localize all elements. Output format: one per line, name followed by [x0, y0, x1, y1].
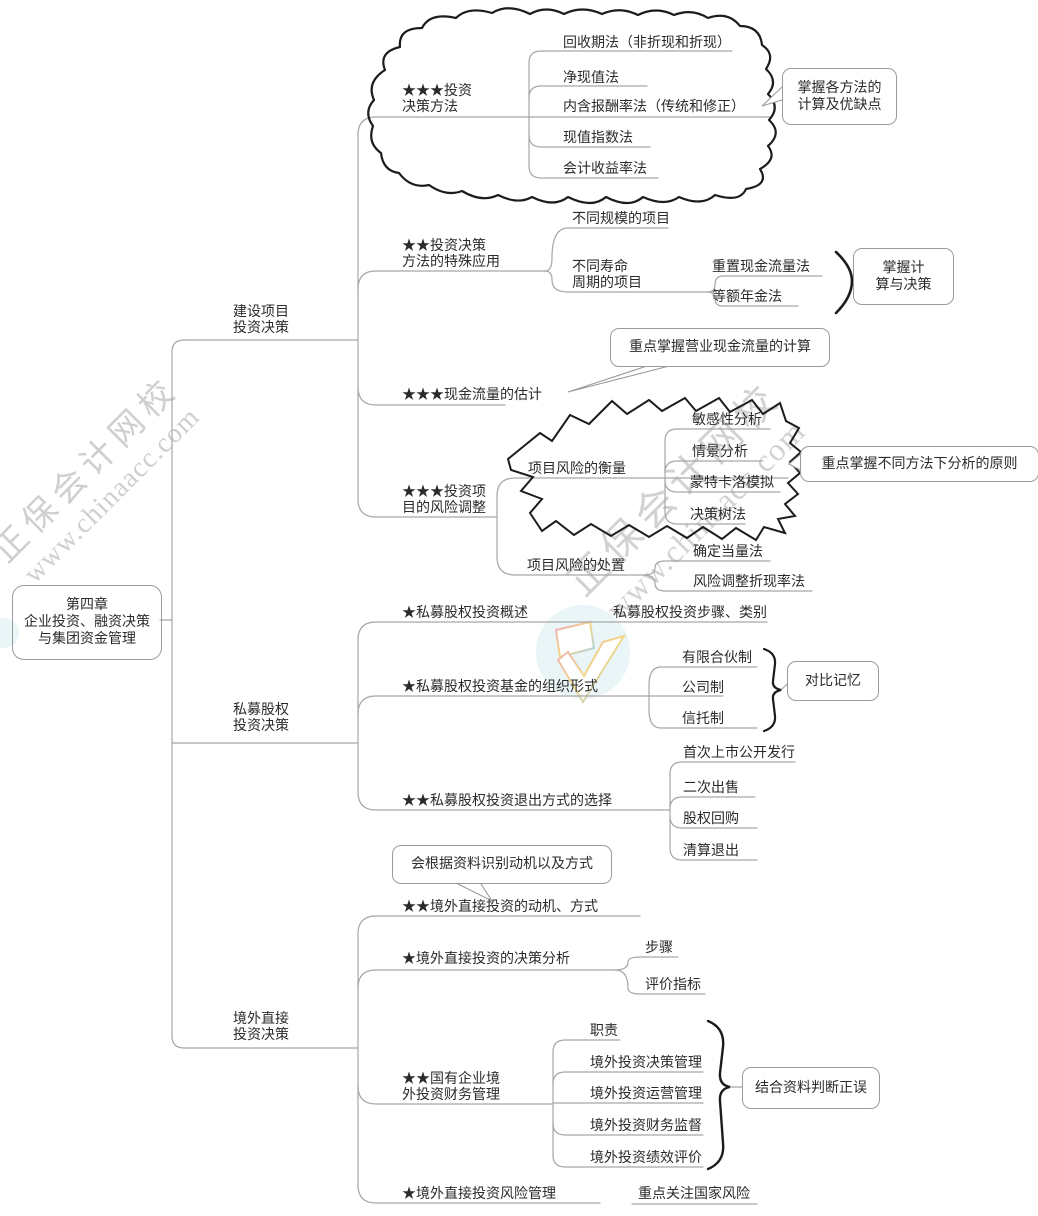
item-risk-adjusted-discount[interactable]: 风险调整折现率法	[693, 575, 805, 590]
logo-check-icon	[556, 634, 627, 704]
item-corporate-form[interactable]: 公司制	[682, 681, 724, 696]
node-investment-methods[interactable]: ★★★投资 决策方法	[402, 84, 472, 115]
brace-org-forms	[762, 647, 782, 733]
item-scenario-analysis[interactable]: 情景分析	[692, 445, 748, 460]
node-pe-exit[interactable]: ★★私募股权投资退出方式的选择	[402, 794, 612, 809]
item-different-scale[interactable]: 不同规模的项目	[572, 212, 670, 227]
node-soe-management[interactable]: ★★国有企业境 外投资财务管理	[402, 1072, 500, 1103]
item-sensitivity-analysis[interactable]: 敏感性分析	[692, 413, 762, 428]
cloud-shape	[367, 7, 777, 205]
node-pe-overview[interactable]: ★私募股权投资概述	[402, 606, 528, 621]
item-financial-supervision[interactable]: 境外投资财务监督	[590, 1119, 702, 1134]
item-decision-mgmt[interactable]: 境外投资决策管理	[590, 1056, 702, 1071]
item-npv-method[interactable]: 净现值法	[563, 71, 619, 86]
item-pe-steps-types[interactable]: 私募股权投资步骤、类别	[613, 606, 767, 621]
note-annuity[interactable]: 掌握计 算与决策	[853, 248, 954, 305]
connector-lines	[159, 50, 859, 1205]
item-performance-evaluation[interactable]: 境外投资绩效评价	[590, 1151, 702, 1166]
item-certainty-equivalent[interactable]: 确定当量法	[693, 545, 763, 560]
item-ipo[interactable]: 首次上市公开发行	[683, 746, 795, 761]
braces	[706, 250, 854, 1171]
item-trust-form[interactable]: 信托制	[682, 712, 724, 727]
note-methods[interactable]: 掌握各方法的 计算及优缺点	[782, 68, 897, 125]
node-cashflow-estimation[interactable]: ★★★现金流量的估计	[402, 388, 542, 403]
item-irr-method[interactable]: 内含报酬率法（传统和修正）	[563, 100, 745, 115]
root-node[interactable]: 第四章 企业投资、融资决策 与集团资金管理	[12, 585, 162, 660]
star-shape	[506, 396, 803, 542]
node-pe-fund-org[interactable]: ★私募股权投资基金的组织形式	[402, 680, 598, 695]
item-pi-method[interactable]: 现值指数法	[563, 131, 633, 146]
note-judge[interactable]: 结合资料判断正误	[742, 1067, 880, 1109]
branch-label-construction[interactable]: 建设项目 投资决策	[233, 305, 289, 336]
pointer-risk-note	[788, 452, 803, 472]
item-secondary-sale[interactable]: 二次出售	[683, 781, 739, 796]
item-equivalent-annuity[interactable]: 等额年金法	[712, 290, 782, 305]
pointer-methods-note	[761, 86, 783, 107]
node-odi-analysis[interactable]: ★境外直接投资的决策分析	[402, 952, 570, 967]
note-compare-memory[interactable]: 对比记忆	[787, 661, 879, 701]
brace-soe	[706, 1019, 731, 1171]
node-odi-motive[interactable]: ★★境外直接投资的动机、方式	[402, 900, 598, 915]
note-risk-methods[interactable]: 重点掌握不同方法下分析的原则	[800, 446, 1038, 482]
item-evaluation-metrics[interactable]: 评价指标	[645, 978, 701, 993]
node-risk-treatment[interactable]: 项目风险的处置	[527, 559, 625, 574]
pointer-motive-note	[451, 880, 494, 903]
callout-pointers	[451, 86, 803, 903]
node-risk-measurement[interactable]: 项目风险的衡量	[528, 462, 626, 477]
branch-label-odi[interactable]: 境外直接 投资决策	[233, 1012, 289, 1043]
item-duty[interactable]: 职责	[590, 1024, 618, 1039]
item-equity-buyback[interactable]: 股权回购	[683, 812, 739, 827]
item-liquidation-exit[interactable]: 清算退出	[683, 844, 739, 859]
item-replacement-cashflow[interactable]: 重置现金流量法	[712, 260, 810, 275]
item-payback-method[interactable]: 回收期法（非折现和折现）	[563, 36, 731, 51]
brace-annuity	[834, 250, 854, 315]
item-operation-mgmt[interactable]: 境外投资运营管理	[590, 1087, 702, 1102]
branch-label-pe[interactable]: 私募股权 投资决策	[233, 703, 289, 734]
item-steps[interactable]: 步骤	[645, 941, 673, 956]
logo-flag-icon	[554, 620, 596, 659]
item-arr-method[interactable]: 会计收益率法	[563, 162, 647, 177]
node-risk-adjustment[interactable]: ★★★投资项 目的风险调整	[402, 485, 486, 516]
pointer-cashflow-note	[567, 364, 674, 393]
item-decision-tree[interactable]: 决策树法	[690, 508, 746, 523]
node-special-application[interactable]: ★★投资决策 方法的特殊应用	[402, 239, 500, 270]
item-monte-carlo[interactable]: 蒙特卡洛模拟	[690, 476, 774, 491]
item-country-risk[interactable]: 重点关注国家风险	[638, 1187, 750, 1202]
note-cashflow[interactable]: 重点掌握营业现金流量的计算	[610, 328, 830, 367]
logo-corner-circle-icon	[0, 618, 19, 648]
item-limited-partnership[interactable]: 有限合伙制	[682, 651, 752, 666]
node-different-life[interactable]: 不同寿命 周期的项目	[572, 260, 642, 291]
node-odi-risk[interactable]: ★境外直接投资风险管理	[402, 1187, 556, 1202]
note-motive[interactable]: 会根据资料识别动机以及方式	[392, 845, 612, 884]
